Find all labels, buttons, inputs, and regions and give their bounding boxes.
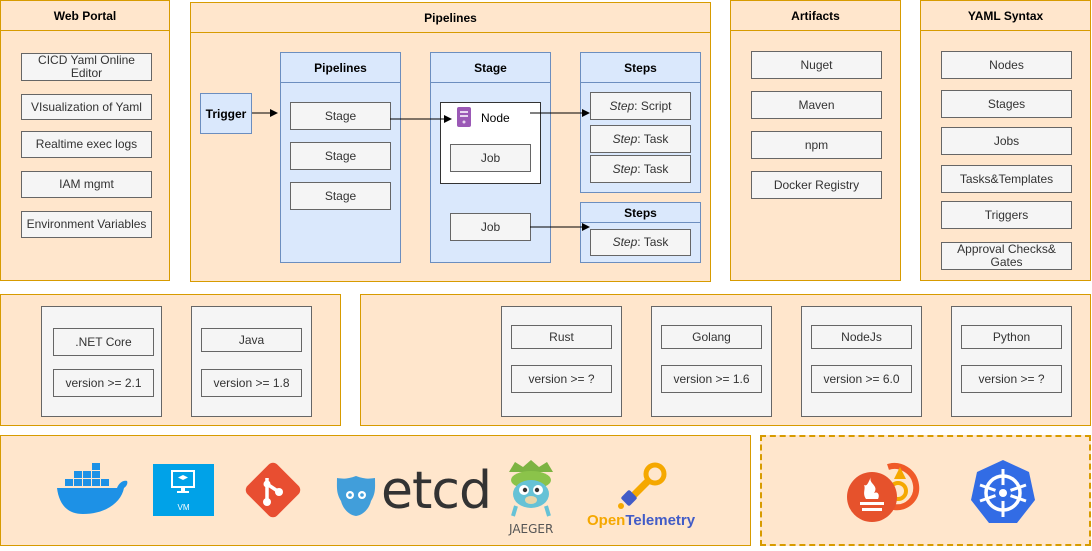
git-icon [245,462,301,518]
web-portal-item: Realtime exec logs [21,131,152,158]
step-suffix: : Task [637,131,669,146]
yaml-syntax-panel: YAML Syntax Nodes Stages Jobs Tasks&Temp… [920,0,1091,281]
yaml-item: Approval Checks& Gates [941,242,1072,270]
opentelemetry-icon [618,462,667,509]
runtime-version: version >= 1.6 [661,365,762,393]
runtime-name: Python [961,325,1062,349]
step-box: Step: Task [590,229,691,256]
yaml-item: Triggers [941,201,1072,229]
runtime-name: Java [201,328,302,352]
runtime-version: version >= ? [961,365,1062,393]
runtime-nodejs: NodeJs version >= 6.0 [801,306,922,417]
artifact-item: Nuget [751,51,882,79]
runtime-name: .NET Core [53,328,154,356]
server-icon [457,107,471,127]
runtime-version: version >= 1.8 [201,369,302,397]
artifact-item: npm [751,131,882,159]
runtime-golang: Golang version >= 1.6 [651,306,772,417]
runtime-version: version >= 6.0 [811,365,912,393]
jaeger-icon [509,460,553,517]
yaml-item: Jobs [941,127,1072,155]
stage-container: Stage Node Job Job [430,52,551,263]
job-box: Job [450,144,531,172]
pipelines-container: Pipelines Stage Stage Stage [280,52,401,263]
runtime-version: version >= ? [511,365,612,393]
prometheus-grafana-icon [847,463,920,522]
runtime-python: Python version >= ? [951,306,1072,417]
step-suffix: : Task [637,235,669,249]
web-portal-item: Environment Variables [21,211,152,238]
monitor-icon [171,470,195,493]
trigger-box: Trigger [200,93,252,134]
step-box: Step: Task [590,125,691,153]
artifacts-title: Artifacts [731,1,900,31]
step-prefix: Step [612,131,638,146]
pipelines-container-title: Pipelines [281,53,400,83]
step-prefix: Step [609,98,635,113]
artifact-item: Maven [751,91,882,119]
steps-container-title: Steps [581,53,700,83]
steps-container: Steps Step: Script Step: Task Step: Task [580,52,701,193]
monitoring-panel [760,435,1091,546]
runtimes-left-panel: .NET Core version >= 2.1 Java version >=… [0,294,341,426]
step-suffix: : Script [634,98,672,113]
infrastructure-panel: VM etcd JAEGER OpenTelemetry [0,435,751,546]
yaml-item: Stages [941,90,1072,118]
yaml-syntax-title: YAML Syntax [921,1,1090,31]
stage-box: Stage [290,102,391,130]
opentelemetry-label: OpenTelemetry [587,512,695,529]
artifact-item: Docker Registry [751,171,882,199]
web-portal-panel: Web Portal CICD Yaml Online Editor VIsua… [0,0,170,281]
web-portal-title: Web Portal [1,1,169,31]
runtime-java: Java version >= 1.8 [191,306,312,417]
steps-container-title: Steps [581,203,700,223]
step-suffix: : Task [637,161,669,176]
artifacts-panel: Artifacts Nuget Maven npm Docker Registr… [730,0,901,281]
yaml-item: Tasks&Templates [941,165,1072,193]
web-portal-item: CICD Yaml Online Editor [21,53,152,81]
node-label: Node [481,111,510,125]
step-prefix: Step [612,235,638,249]
stage-box: Stage [290,182,391,210]
runtime-name: Rust [511,325,612,349]
jaeger-label: JAEGER [509,522,554,536]
step-prefix: Step [612,161,638,176]
runtime-version: version >= 2.1 [53,369,154,397]
runtime-rust: Rust version >= ? [501,306,622,417]
stage-container-title: Stage [431,53,550,83]
vm-icon: VM [153,464,214,516]
docker-icon [57,463,128,514]
steps-container: Steps Step: Task [580,202,701,263]
runtimes-right-panel: Rust version >= ? Golang version >= 1.6 … [360,294,1091,426]
opentelemetry-label-telemetry: Telemetry [625,512,696,529]
etcd-label: etcd [381,461,492,521]
stage-box: Stage [290,142,391,170]
web-portal-item: IAM mgmt [21,171,152,198]
kubernetes-icon [971,460,1035,523]
runtime-name: NodeJs [811,325,912,349]
runtime-dotnet: .NET Core version >= 2.1 [41,306,162,417]
vm-label: VM [177,503,190,512]
runtime-name: Golang [661,325,762,349]
web-portal-item: VIsualization of Yaml [21,94,152,120]
node-box: Node Job [440,102,541,184]
step-box: Step: Script [590,92,691,120]
yaml-item: Nodes [941,51,1072,79]
etcd-icon [336,476,376,516]
opentelemetry-label-open: Open [587,512,626,529]
pipelines-panel-title: Pipelines [191,3,710,33]
step-box: Step: Task [590,155,691,183]
